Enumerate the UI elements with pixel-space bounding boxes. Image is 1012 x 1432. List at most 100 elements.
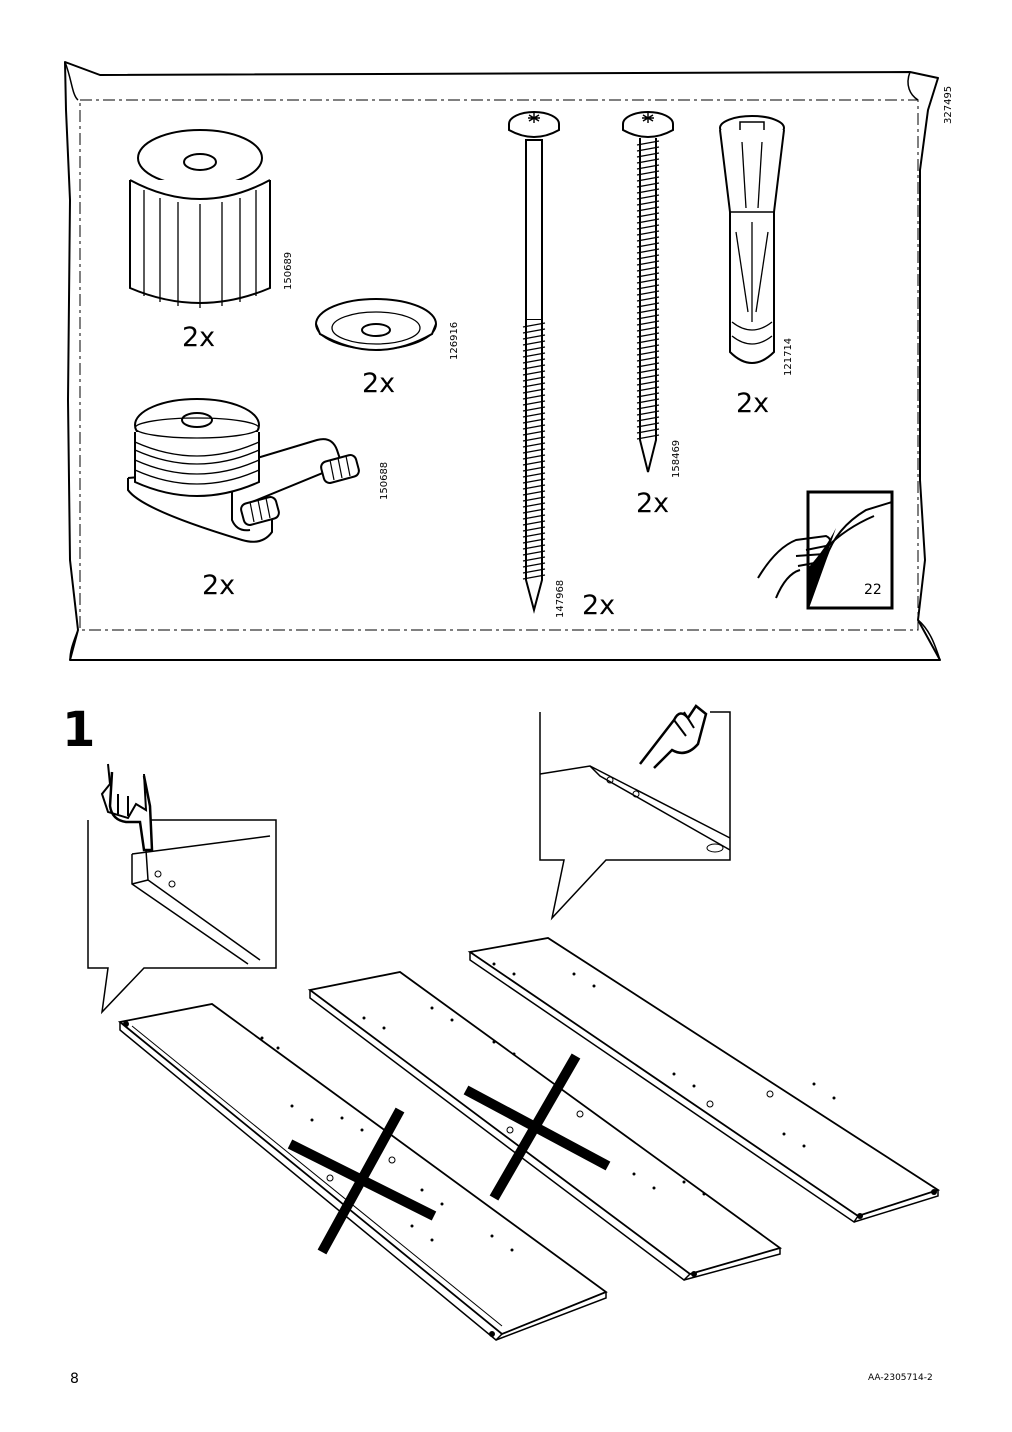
thread-line (522, 514, 546, 520)
wall-plug-part-number: 121714 (783, 337, 794, 376)
knob-quantity: 2x (182, 322, 216, 353)
thread-line (522, 382, 546, 388)
thread-line (522, 328, 546, 334)
detail-callout-left (87, 763, 277, 1015)
thread-line (522, 394, 546, 400)
thread-line (636, 374, 660, 380)
thread-line (522, 484, 546, 490)
thread-line (522, 532, 546, 538)
wall-plug-icon (719, 115, 785, 364)
page-number: 8 (70, 1371, 79, 1387)
thread-line (636, 362, 660, 368)
thread-line (522, 568, 546, 574)
thread-line (522, 370, 546, 376)
thread-line (636, 248, 660, 254)
thread-line (636, 314, 660, 320)
thread-line (636, 194, 660, 200)
knob-icon (129, 129, 271, 308)
thread-line (636, 266, 660, 272)
thread-line (522, 406, 546, 412)
thread-line (636, 224, 660, 230)
thread-line (522, 412, 546, 418)
thread-line (636, 182, 660, 188)
thread-line (522, 358, 546, 364)
pointing-hand-left-icon (108, 771, 154, 852)
panel-right (467, 937, 941, 1224)
short-screw-part-number: 158469 (671, 439, 682, 478)
thread-line (522, 526, 546, 532)
short-screw-icon (622, 111, 674, 473)
thread-line (522, 496, 546, 502)
thread-line (636, 398, 660, 404)
wall-plug-quantity: 2x (736, 388, 770, 419)
thread-line (636, 188, 660, 194)
thread-line (636, 392, 660, 398)
thread-line (636, 176, 660, 182)
thread-line (636, 212, 660, 218)
washer-icon (315, 298, 437, 351)
thread-line (522, 430, 546, 436)
thread-line (522, 448, 546, 454)
long-screw-icon (508, 111, 560, 614)
thread-line (636, 230, 660, 236)
bag-outline (64, 61, 941, 661)
thread-line (522, 490, 546, 496)
thread-line (636, 236, 660, 242)
thread-line (522, 352, 546, 358)
thread-line (522, 562, 546, 568)
page-turn-icon (757, 490, 894, 610)
thread-line (636, 386, 660, 392)
thread-line (636, 332, 660, 338)
thread-line (636, 296, 660, 302)
thread-line (636, 290, 660, 296)
thread-line (636, 146, 660, 152)
thread-line (522, 364, 546, 370)
thread-line (522, 388, 546, 394)
thread-line (636, 284, 660, 290)
thread-line (636, 218, 660, 224)
thread-line (522, 460, 546, 466)
thread-line (522, 346, 546, 352)
thread-line (636, 404, 660, 410)
thread-line (636, 170, 660, 176)
thread-line (522, 442, 546, 448)
thread-line (522, 556, 546, 562)
thread-line (636, 302, 660, 308)
thread-line (636, 200, 660, 206)
adjustable-foot-icon (127, 398, 360, 543)
thread-line (522, 502, 546, 508)
detail-callout-right (539, 711, 731, 921)
thread-line (522, 436, 546, 442)
adjustable-foot-part-number: 150688 (379, 461, 390, 500)
thread-line (522, 520, 546, 526)
thread-line (636, 416, 660, 422)
thread-line (522, 400, 546, 406)
thread-line (522, 550, 546, 556)
thread-line (636, 344, 660, 350)
thread-line (636, 140, 660, 146)
thread-line (636, 356, 660, 362)
document-code: AA-2305714-2 (868, 1373, 933, 1383)
thread-line (636, 350, 660, 356)
thread-line (636, 422, 660, 428)
pointing-hand-right-icon (639, 704, 708, 769)
thread-line (522, 478, 546, 484)
thread-line (636, 260, 660, 266)
thread-line (636, 380, 660, 386)
thread-line (522, 376, 546, 382)
thread-line (636, 206, 660, 212)
thread-line (636, 320, 660, 326)
bag-id: 327495 (943, 85, 954, 124)
thread-line (636, 278, 660, 284)
thread-line (636, 158, 660, 164)
panel-middle (307, 971, 783, 1281)
thread-line (522, 334, 546, 340)
adjustable-foot-quantity: 2x (202, 570, 236, 601)
thread-line (636, 308, 660, 314)
thread-line (636, 368, 660, 374)
thread-line (636, 326, 660, 332)
thread-line (522, 508, 546, 514)
long-screw-part-number: 147968 (555, 579, 566, 618)
thread-line (522, 544, 546, 550)
thread-line (522, 538, 546, 544)
